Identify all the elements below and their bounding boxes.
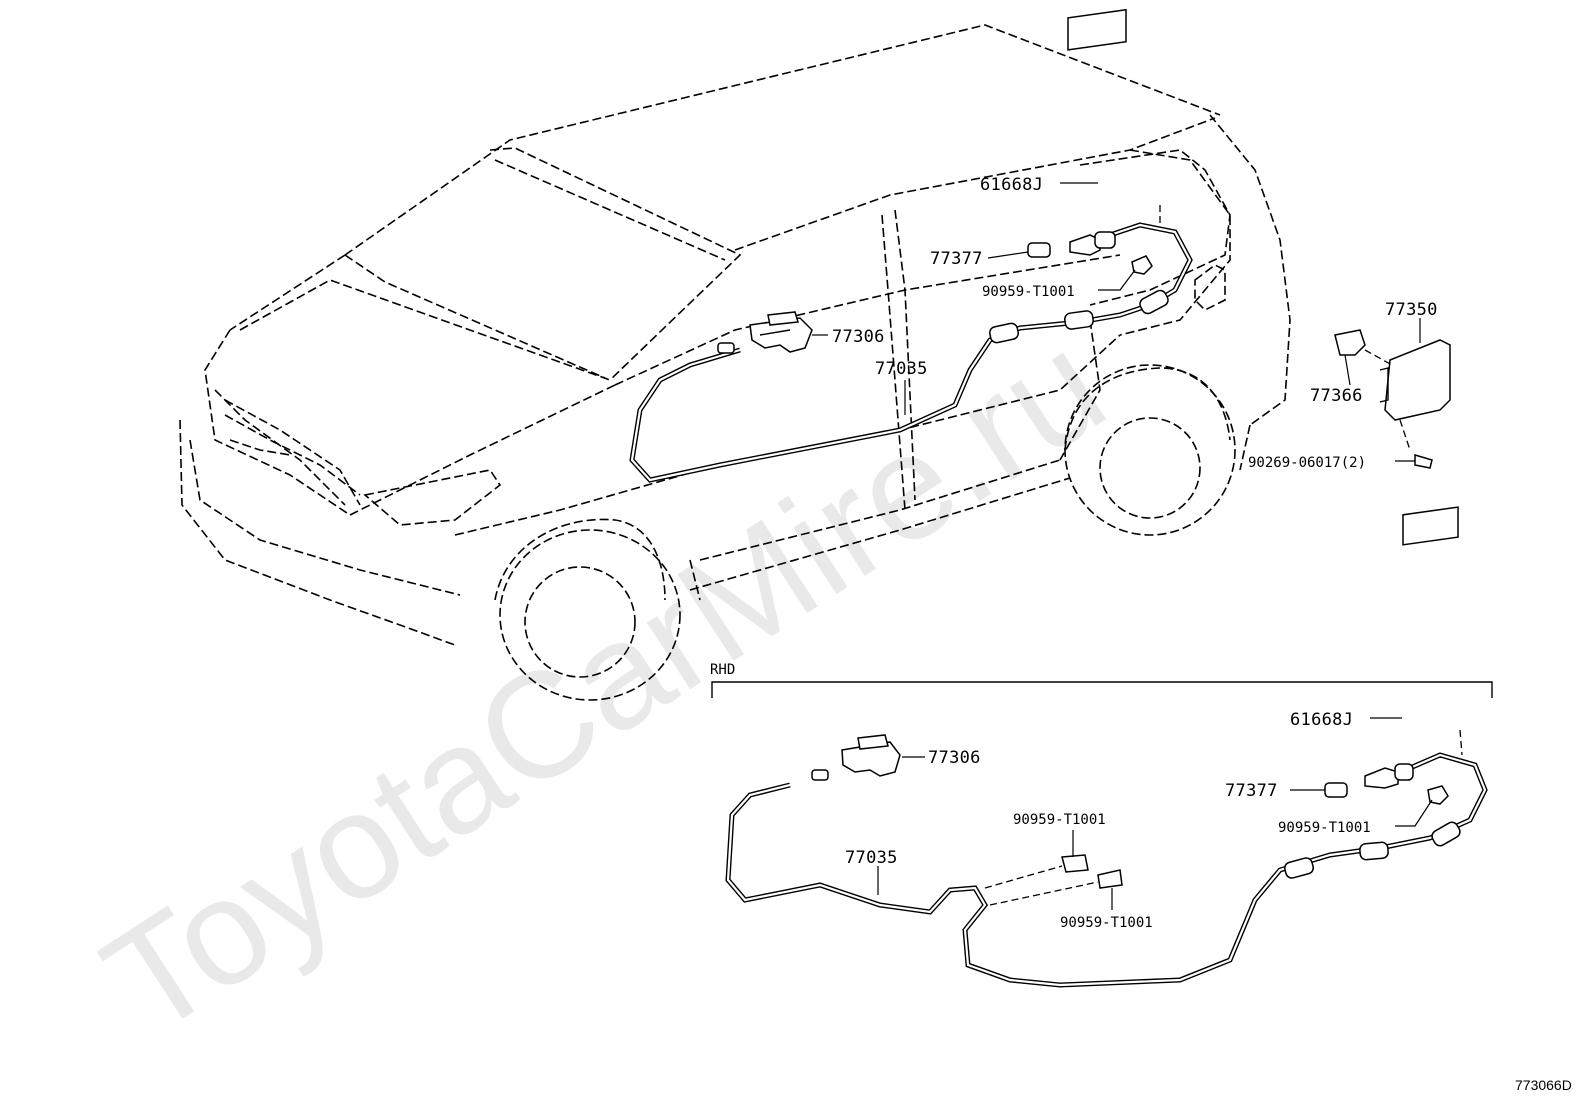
rhd-clamp-b [1061, 854, 1089, 873]
label-77366: 77366 [1310, 386, 1363, 406]
rhd-labels: 61668J 77377 90959-T1001 77306 90959-T10… [845, 710, 1371, 931]
rhd-heading: RHD [710, 662, 735, 678]
hinge-77366 [1334, 329, 1366, 356]
label-77377: 77377 [930, 249, 983, 269]
rhd-label-77035: 77035 [845, 848, 898, 868]
screw-90269 [1414, 453, 1433, 469]
rhd-label-77377: 77377 [1225, 781, 1278, 801]
rhd-label-90959-a: 90959-T1001 [1278, 820, 1371, 836]
rhd-label-plate-61668j [1402, 506, 1459, 546]
rhd-clamp-c [1097, 869, 1123, 889]
label-77035: 77035 [875, 359, 928, 379]
rhd-label-61668j: 61668J [1290, 710, 1353, 730]
rhd-label-90959-c: 90959-T1001 [1060, 915, 1153, 931]
label-61668j: 61668J [980, 175, 1043, 195]
fuel-lid-77350 [1379, 339, 1451, 421]
vehicle-outline [179, 24, 1291, 701]
rhd-lock-assembly-77377 [1324, 763, 1414, 798]
rhd-section: RHD [710, 506, 1493, 988]
watermark: ToyotaCarMire.ru [76, 299, 1132, 1066]
label-77306: 77306 [832, 327, 885, 347]
rhd-clamp-a [1427, 785, 1449, 805]
rhd-opener-lever-77306 [841, 734, 901, 777]
main-assembly [629, 8, 1451, 483]
rhd-label-77306: 77306 [928, 748, 981, 768]
label-90269-06017: 90269-06017(2) [1248, 455, 1366, 471]
main-labels: 61668J 77377 90959-T1001 77306 77035 773… [832, 175, 1438, 471]
rhd-bracket [711, 681, 1493, 698]
clamp-90959 [1131, 255, 1153, 275]
rhd-label-90959-b: 90959-T1001 [1013, 812, 1106, 828]
watermark-text: ToyotaCarMire.ru [76, 299, 1132, 1066]
label-90959-t1001: 90959-T1001 [982, 284, 1075, 300]
figure-id: 773066D [1515, 1077, 1572, 1093]
lock-assembly-77377 [1027, 231, 1116, 258]
label-77350: 77350 [1385, 300, 1438, 320]
label-plate-61668j [1067, 8, 1127, 51]
opener-lever-77306 [749, 311, 813, 353]
